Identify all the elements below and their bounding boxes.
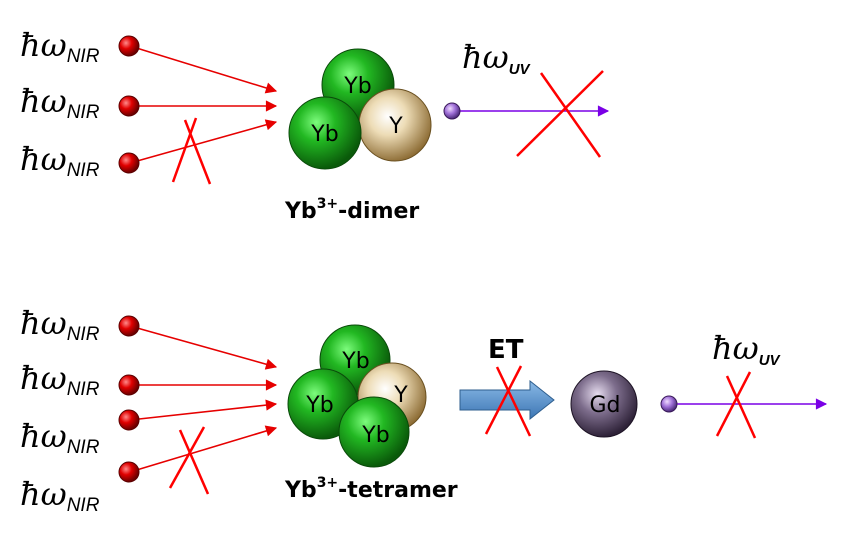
nir-ray xyxy=(129,119,278,164)
uv-photon-dot xyxy=(443,102,461,120)
y-atom-label: Y xyxy=(393,383,408,408)
tetramer-caption: Yb3+-tetramer xyxy=(284,475,458,503)
yb-atom-label: Yb xyxy=(305,393,333,418)
nir-photon-dot xyxy=(118,152,140,174)
gd-atom xyxy=(570,370,638,438)
blocked-cross-icon xyxy=(484,365,532,437)
nir-photon-label: ħωNIR xyxy=(20,304,100,345)
dimer-panel: ħωNIR ħωNIR ħωNIR Yb Y Yb Yb3+-dimer ħωU… xyxy=(20,26,610,224)
nir-photon-label: ħωNIR xyxy=(20,140,100,181)
uv-photon-label: ħωUV xyxy=(462,38,532,78)
nir-ray xyxy=(129,325,278,370)
nir-ray xyxy=(129,425,278,473)
blocked-cross-icon xyxy=(715,371,757,439)
nir-photon-dot xyxy=(118,374,140,396)
nir-photon-label: ħωNIR xyxy=(20,82,100,123)
nir-photon-dot xyxy=(118,461,140,483)
tetramer-panel: ħωNIR ħωNIR ħωNIR ħωNIR Yb Y Yb Yb Yb3+-… xyxy=(20,304,828,516)
blocked-cross-icon xyxy=(516,70,604,158)
yb-atom-label: Yb xyxy=(310,122,338,147)
blocked-cross-icon xyxy=(168,426,210,495)
yb-atom-label: Yb xyxy=(361,423,389,448)
nir-photon-dot xyxy=(118,35,140,57)
blocked-cross-icon xyxy=(171,117,212,185)
nir-photon-label: ħωNIR xyxy=(20,359,100,400)
dimer-caption: Yb3+-dimer xyxy=(284,196,419,224)
yb-atom xyxy=(338,396,410,468)
nir-photon-dot xyxy=(118,95,140,117)
y-atom-label: Y xyxy=(388,114,403,139)
uv-photon-dot xyxy=(660,395,678,413)
nir-ray xyxy=(129,45,278,94)
nir-photon-dot xyxy=(118,315,140,337)
energy-transfer-label: ET xyxy=(488,335,524,365)
nir-photon-dot xyxy=(118,409,140,431)
energy-transfer-arrow xyxy=(459,379,555,421)
nir-photon-label: ħωNIR xyxy=(20,475,100,516)
nir-ray xyxy=(129,399,278,421)
nir-photon-label: ħωNIR xyxy=(20,417,100,458)
uv-photon-label: ħωUV xyxy=(712,329,782,369)
gd-atom-label: Gd xyxy=(589,393,620,418)
yb-atom-label: Yb xyxy=(343,74,371,99)
yb-atom xyxy=(288,96,362,170)
yb-atom-label: Yb xyxy=(341,349,369,374)
nir-photon-label: ħωNIR xyxy=(20,26,100,67)
